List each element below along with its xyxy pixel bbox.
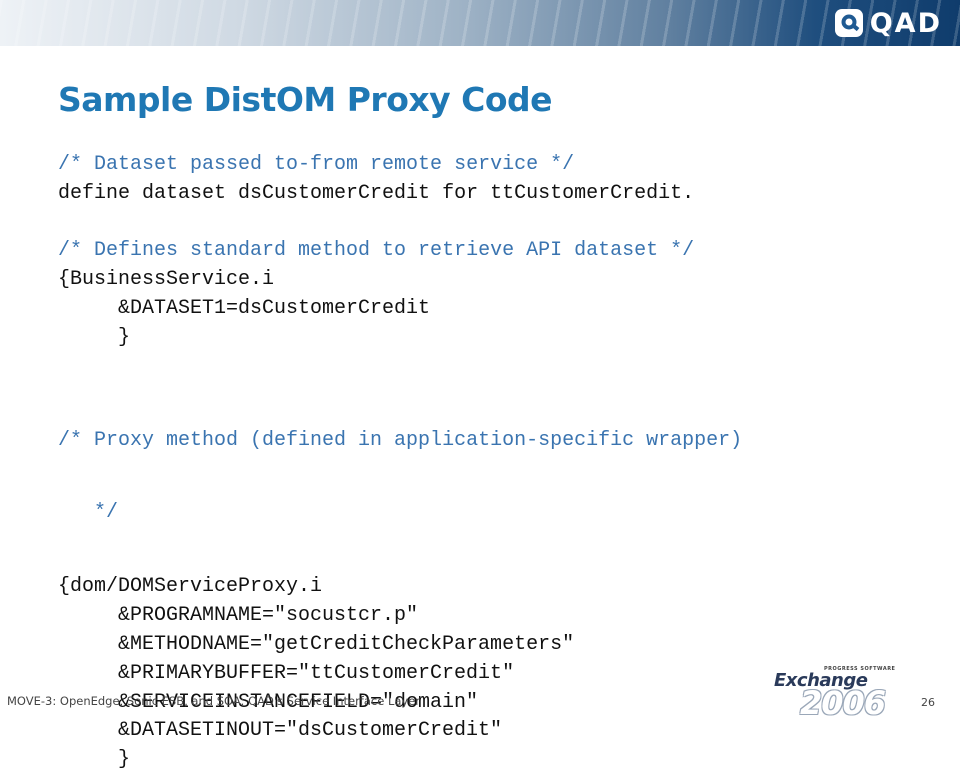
code-line-define-dataset: define dataset dsCustomerCredit for ttCu… — [58, 181, 695, 205]
header-banner: QAD — [0, 0, 960, 46]
qad-logo-text: QAD — [869, 7, 942, 39]
code-block: /* Dataset passed to-from remote service… — [58, 151, 918, 775]
exchange-logo-year: 2006 — [800, 684, 886, 722]
code-line-dataset1: &DATASET1=dsCustomerCredit — [118, 296, 431, 320]
qad-logo: QAD — [834, 7, 942, 39]
exchange-2006-logo: PROGRESS SOFTWARE Exchange 2006 — [770, 664, 910, 722]
code-comment-standard-method: /* Defines standard method to retrieve A… — [58, 239, 695, 263]
code-line-domserviceproxy: {dom/DOMServiceProxy.i — [58, 575, 323, 599]
banner-stripes — [0, 0, 960, 46]
code-line-methodname: &METHODNAME="getCreditCheckParameters" — [118, 632, 575, 656]
qad-q-logo-icon — [834, 9, 863, 37]
code-blank-line — [58, 353, 918, 382]
code-comment-proxy-method: /* Proxy method (defined in application-… — [58, 381, 918, 573]
code-line-programname: &PROGRAMNAME="socustcr.p" — [118, 604, 419, 628]
code-comment-proxy-method-line1: /* Proxy method (defined in application-… — [58, 429, 743, 453]
code-blank-line — [58, 209, 918, 238]
code-line-datasetinout: &DATASETINOUT="dsCustomerCredit" — [118, 719, 503, 743]
code-line-close-brace: } — [118, 325, 131, 349]
slide-title: Sample DistOM Proxy Code — [58, 80, 553, 119]
page-number: 26 — [921, 696, 935, 709]
exchange-logo-small-text: PROGRESS SOFTWARE — [824, 666, 896, 672]
code-comment-dataset: /* Dataset passed to-from remote service… — [58, 153, 575, 176]
code-line-primarybuffer: &PRIMARYBUFFER="ttCustomerCredit" — [118, 661, 515, 685]
exchange-logo-word: Exchange — [774, 670, 868, 691]
code-line-close-brace: } — [118, 748, 131, 772]
code-line-serviceinstancefield: &SERVICEINSTANCEFIELD="domain" — [118, 690, 479, 714]
footer-session-title: MOVE-3: OpenEdge, Sonic ESB, and SOA: QA… — [7, 694, 421, 708]
code-line-businessservice: {BusinessService.i — [58, 268, 275, 292]
code-comment-proxy-method-line2: */ — [94, 501, 119, 525]
